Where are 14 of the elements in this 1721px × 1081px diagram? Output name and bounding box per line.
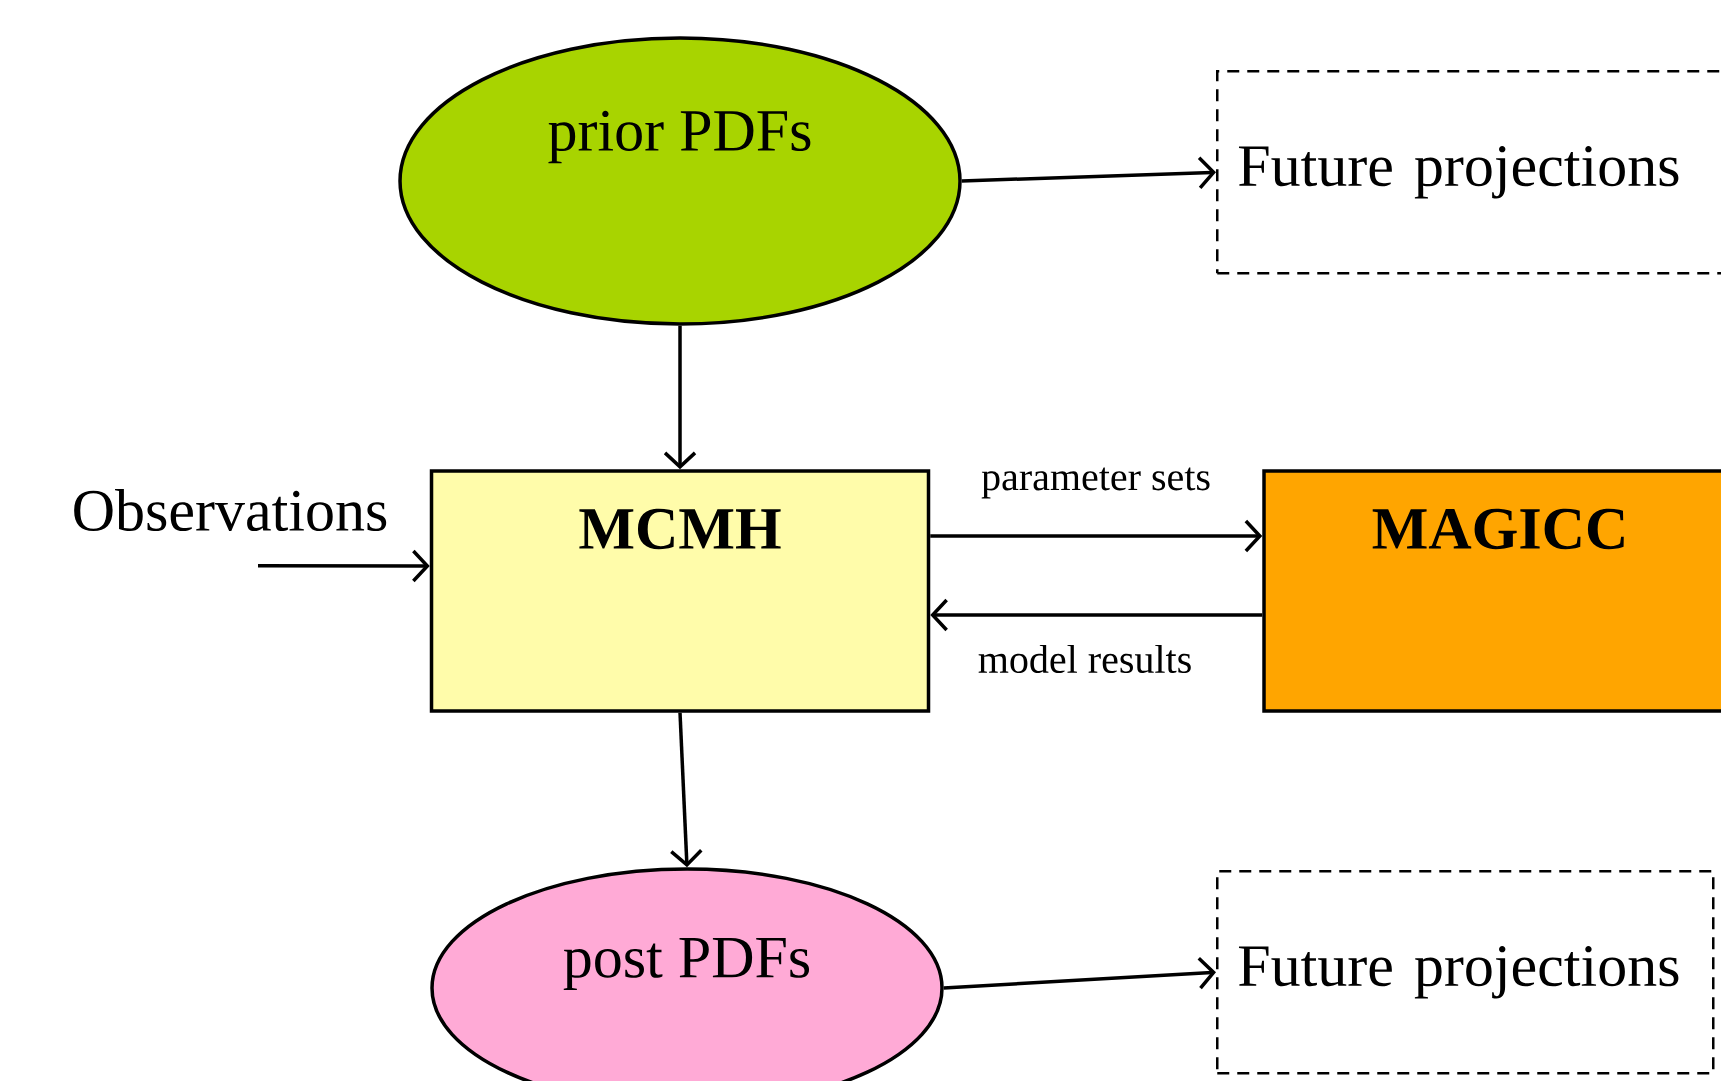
dashed-box: Future projections — [1216, 870, 1715, 1075]
arrow — [930, 519, 1263, 553]
arrow — [930, 598, 1263, 632]
arrow — [961, 156, 1216, 189]
process-box: MAGICC — [1262, 469, 1721, 713]
process-box: MCMH — [429, 469, 931, 713]
arrow — [670, 712, 703, 868]
dashed-box: Future projections — [1216, 70, 1721, 275]
arrow — [258, 549, 430, 583]
input-label: Observations — [74, 488, 387, 532]
edge-label: parameter sets — [981, 467, 1210, 499]
edge-label: model results — [978, 644, 1191, 674]
arrow — [943, 956, 1216, 990]
arrow — [663, 325, 697, 470]
